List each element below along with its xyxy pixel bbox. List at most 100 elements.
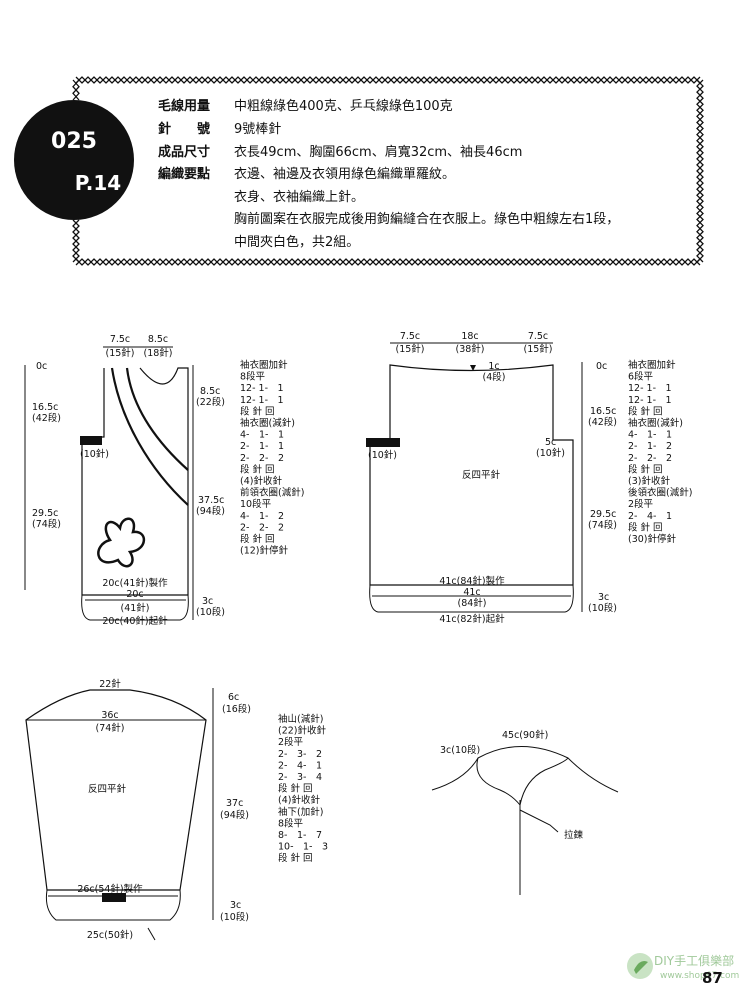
back-note-line: 2- 4- 1 <box>628 511 672 522</box>
sleeve-outline <box>25 689 207 891</box>
front-body-outline <box>81 367 189 596</box>
front-right-375-cm: 37.5c <box>198 495 224 506</box>
back-note-line: 12- 1- 1 <box>628 383 672 394</box>
sleeve-stitch-label: 反四平針 <box>88 783 127 795</box>
front-top-left-cm: 7.5c <box>110 334 130 345</box>
front-note-line: (4)針收針 <box>240 475 282 487</box>
back-note-line: 段 針 回 <box>628 405 663 417</box>
back-body-diagram: 7.5c (15針) 18c (38針) 7.5c (15針) 1c (4段) … <box>366 331 692 625</box>
front-note-line: 前領衣圈(減針) <box>240 487 304 499</box>
sleeve-diagram: 22針 36c (74針) 反四平針 26c(54針)製作 25c(50針) 6… <box>25 678 328 941</box>
sleeve-cast-on-leader <box>147 927 156 941</box>
zigzag-strand <box>72 79 80 101</box>
zigzag-border-bottom <box>75 258 701 266</box>
sleeve-note-line: 8- 1- 7 <box>278 830 322 841</box>
sleeve-right-6-rows: (16段) <box>222 703 251 715</box>
footer: DIY手工俱樂部 www.shop67.com 87 <box>627 953 739 987</box>
back-right-165-cm: 16.5c <box>590 406 616 417</box>
back-note-line: 2- 2- 2 <box>628 453 672 464</box>
back-note-line: 12- 1- 1 <box>628 395 672 406</box>
front-right-3-rows: (10段) <box>196 606 225 618</box>
leaf-icon <box>634 961 648 974</box>
sleeve-note-line: 10- 1- 3 <box>278 842 328 853</box>
back-left-marker-label: (10針) <box>368 449 397 461</box>
front-note-line: (12)針停針 <box>240 545 289 557</box>
zigzag-border-top <box>75 76 701 84</box>
spec-text-needle: 9號棒針 <box>234 122 281 137</box>
back-note-line: 2段平 <box>628 498 654 510</box>
front-note-line: 4- 1- 2 <box>240 511 284 522</box>
back-width-cm: 41c <box>463 587 480 598</box>
sleeve-note-line: 2- 4- 1 <box>278 760 322 771</box>
front-note-line: 2- 1- 1 <box>240 441 284 452</box>
front-right-3-cm: 3c <box>202 596 213 607</box>
brand-name: DIY手工俱樂部 <box>654 953 734 968</box>
sleeve-cast-on: 25c(50針) <box>87 929 133 941</box>
back-ribbing-outline <box>369 584 574 613</box>
pattern-badge <box>14 100 134 220</box>
zigzag-strand <box>75 258 701 266</box>
front-top-right-st: (18針) <box>143 347 172 359</box>
collar-left-label: 3c(10段) <box>440 744 480 756</box>
zigzag-strand <box>696 79 704 263</box>
front-note-line: 段 針 回 <box>240 533 275 545</box>
back-neck-marker <box>470 365 476 371</box>
zigzag-strand <box>696 79 704 263</box>
spec-label-size: 成品尺寸 <box>158 144 210 160</box>
sleeve-top-st: 22針 <box>99 678 121 690</box>
front-note-line: 8段平 <box>240 371 266 383</box>
butterfly-motif <box>97 517 146 568</box>
sleeve-cap-width-st: (74針) <box>95 722 124 734</box>
pattern-number: 025 <box>51 129 97 154</box>
back-note-line: (3)針收針 <box>628 475 670 487</box>
front-neck-stripe-inner <box>125 367 189 471</box>
sleeve-right-37-rows: (94段) <box>220 809 249 821</box>
front-note-line: 12- 1- 1 <box>240 383 284 394</box>
back-top-mid-cm: 18c <box>461 331 478 342</box>
front-top-right-cm: 8.5c <box>148 334 168 345</box>
back-note-line: (30)針停針 <box>628 533 677 545</box>
spec-label-points: 編織要點 <box>158 166 210 182</box>
page-reference: P.14 <box>75 171 121 195</box>
front-note-line: 4- 1- 1 <box>240 430 284 441</box>
front-note-line: 袖衣圈(減針) <box>240 417 295 429</box>
sleeve-right-6-cm: 6c <box>228 692 239 703</box>
front-left-marker <box>80 436 102 445</box>
back-top-left-cm: 7.5c <box>400 331 420 342</box>
sleeve-note-line: 8段平 <box>278 817 304 829</box>
spec-text-size: 衣長49cm、胸圍66cm、肩寬32cm、袖長46cm <box>234 144 522 160</box>
spec-extra-line-1: 衣身、衣袖編織上針。 <box>234 189 364 205</box>
front-left-165-cm: 16.5c <box>32 402 58 413</box>
collar-left-fold <box>476 757 521 806</box>
collar-diagram: 45c(90針) 3c(10段) 拉鍊 <box>431 729 619 895</box>
sleeve-cap-width-cm: 36c <box>101 710 118 721</box>
front-top-left-st: (15針) <box>105 347 134 359</box>
spec-text-yarn: 中粗線綠色400克、乒乓線綠色100克 <box>234 98 453 114</box>
collar-right-fold <box>519 757 569 806</box>
back-cast-on: 41c(82針)起針 <box>439 613 505 625</box>
back-note-line: 段 針 回 <box>628 521 663 533</box>
zipper-label: 拉鍊 <box>564 829 584 841</box>
back-made-label: 41c(84針)製作 <box>439 575 505 587</box>
back-top-right-cm: 7.5c <box>528 331 548 342</box>
front-note-line: 2- 2- 2 <box>240 453 284 464</box>
collar-shoulder-line <box>431 746 619 793</box>
zigzag-strand <box>72 219 80 263</box>
front-note-line: 10段平 <box>240 498 272 510</box>
back-width-st: (84針) <box>457 597 486 609</box>
front-right-375-rows: (94段) <box>196 505 225 517</box>
front-left-marker-label: (10針) <box>80 448 109 460</box>
front-left-zero: 0c <box>36 361 47 372</box>
front-note-line: 段 針 回 <box>240 463 275 475</box>
spec-extra-line-3: 中間夾白色，共2組。 <box>234 234 359 250</box>
front-width-st: (41針) <box>120 602 149 614</box>
front-left-165-rows: (42段) <box>32 412 61 424</box>
zigzag-strand <box>75 76 701 84</box>
front-right-85-rows: (22段) <box>196 396 225 408</box>
back-top-left-st: (15針) <box>395 343 424 355</box>
page-number: 87 <box>702 969 723 987</box>
front-note-line: 12- 1- 1 <box>240 395 284 406</box>
back-note-line: 後領衣圈(減針) <box>628 487 692 499</box>
sleeve-made-label: 26c(54針)製作 <box>77 883 143 895</box>
